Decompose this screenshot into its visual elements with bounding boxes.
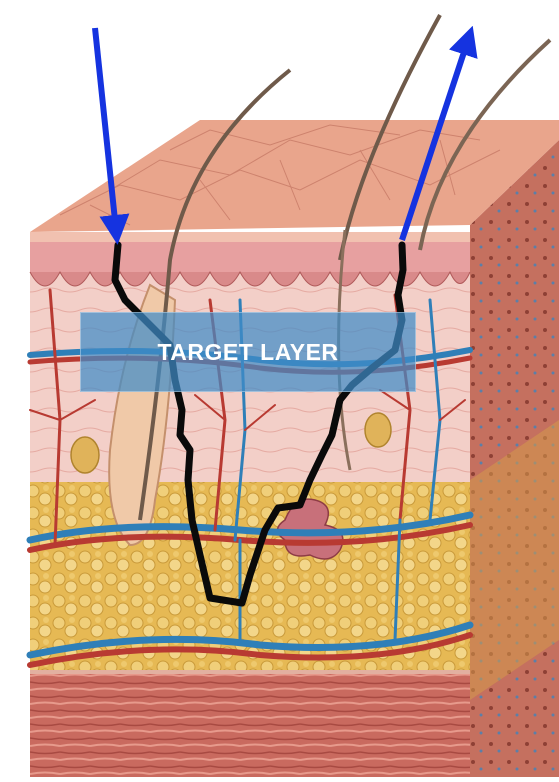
sebaceous-gland-left	[71, 437, 99, 473]
sebaceous-gland-right	[365, 413, 391, 447]
muscle-layer	[30, 670, 470, 777]
target-layer-label: TARGET LAYER	[80, 312, 416, 392]
